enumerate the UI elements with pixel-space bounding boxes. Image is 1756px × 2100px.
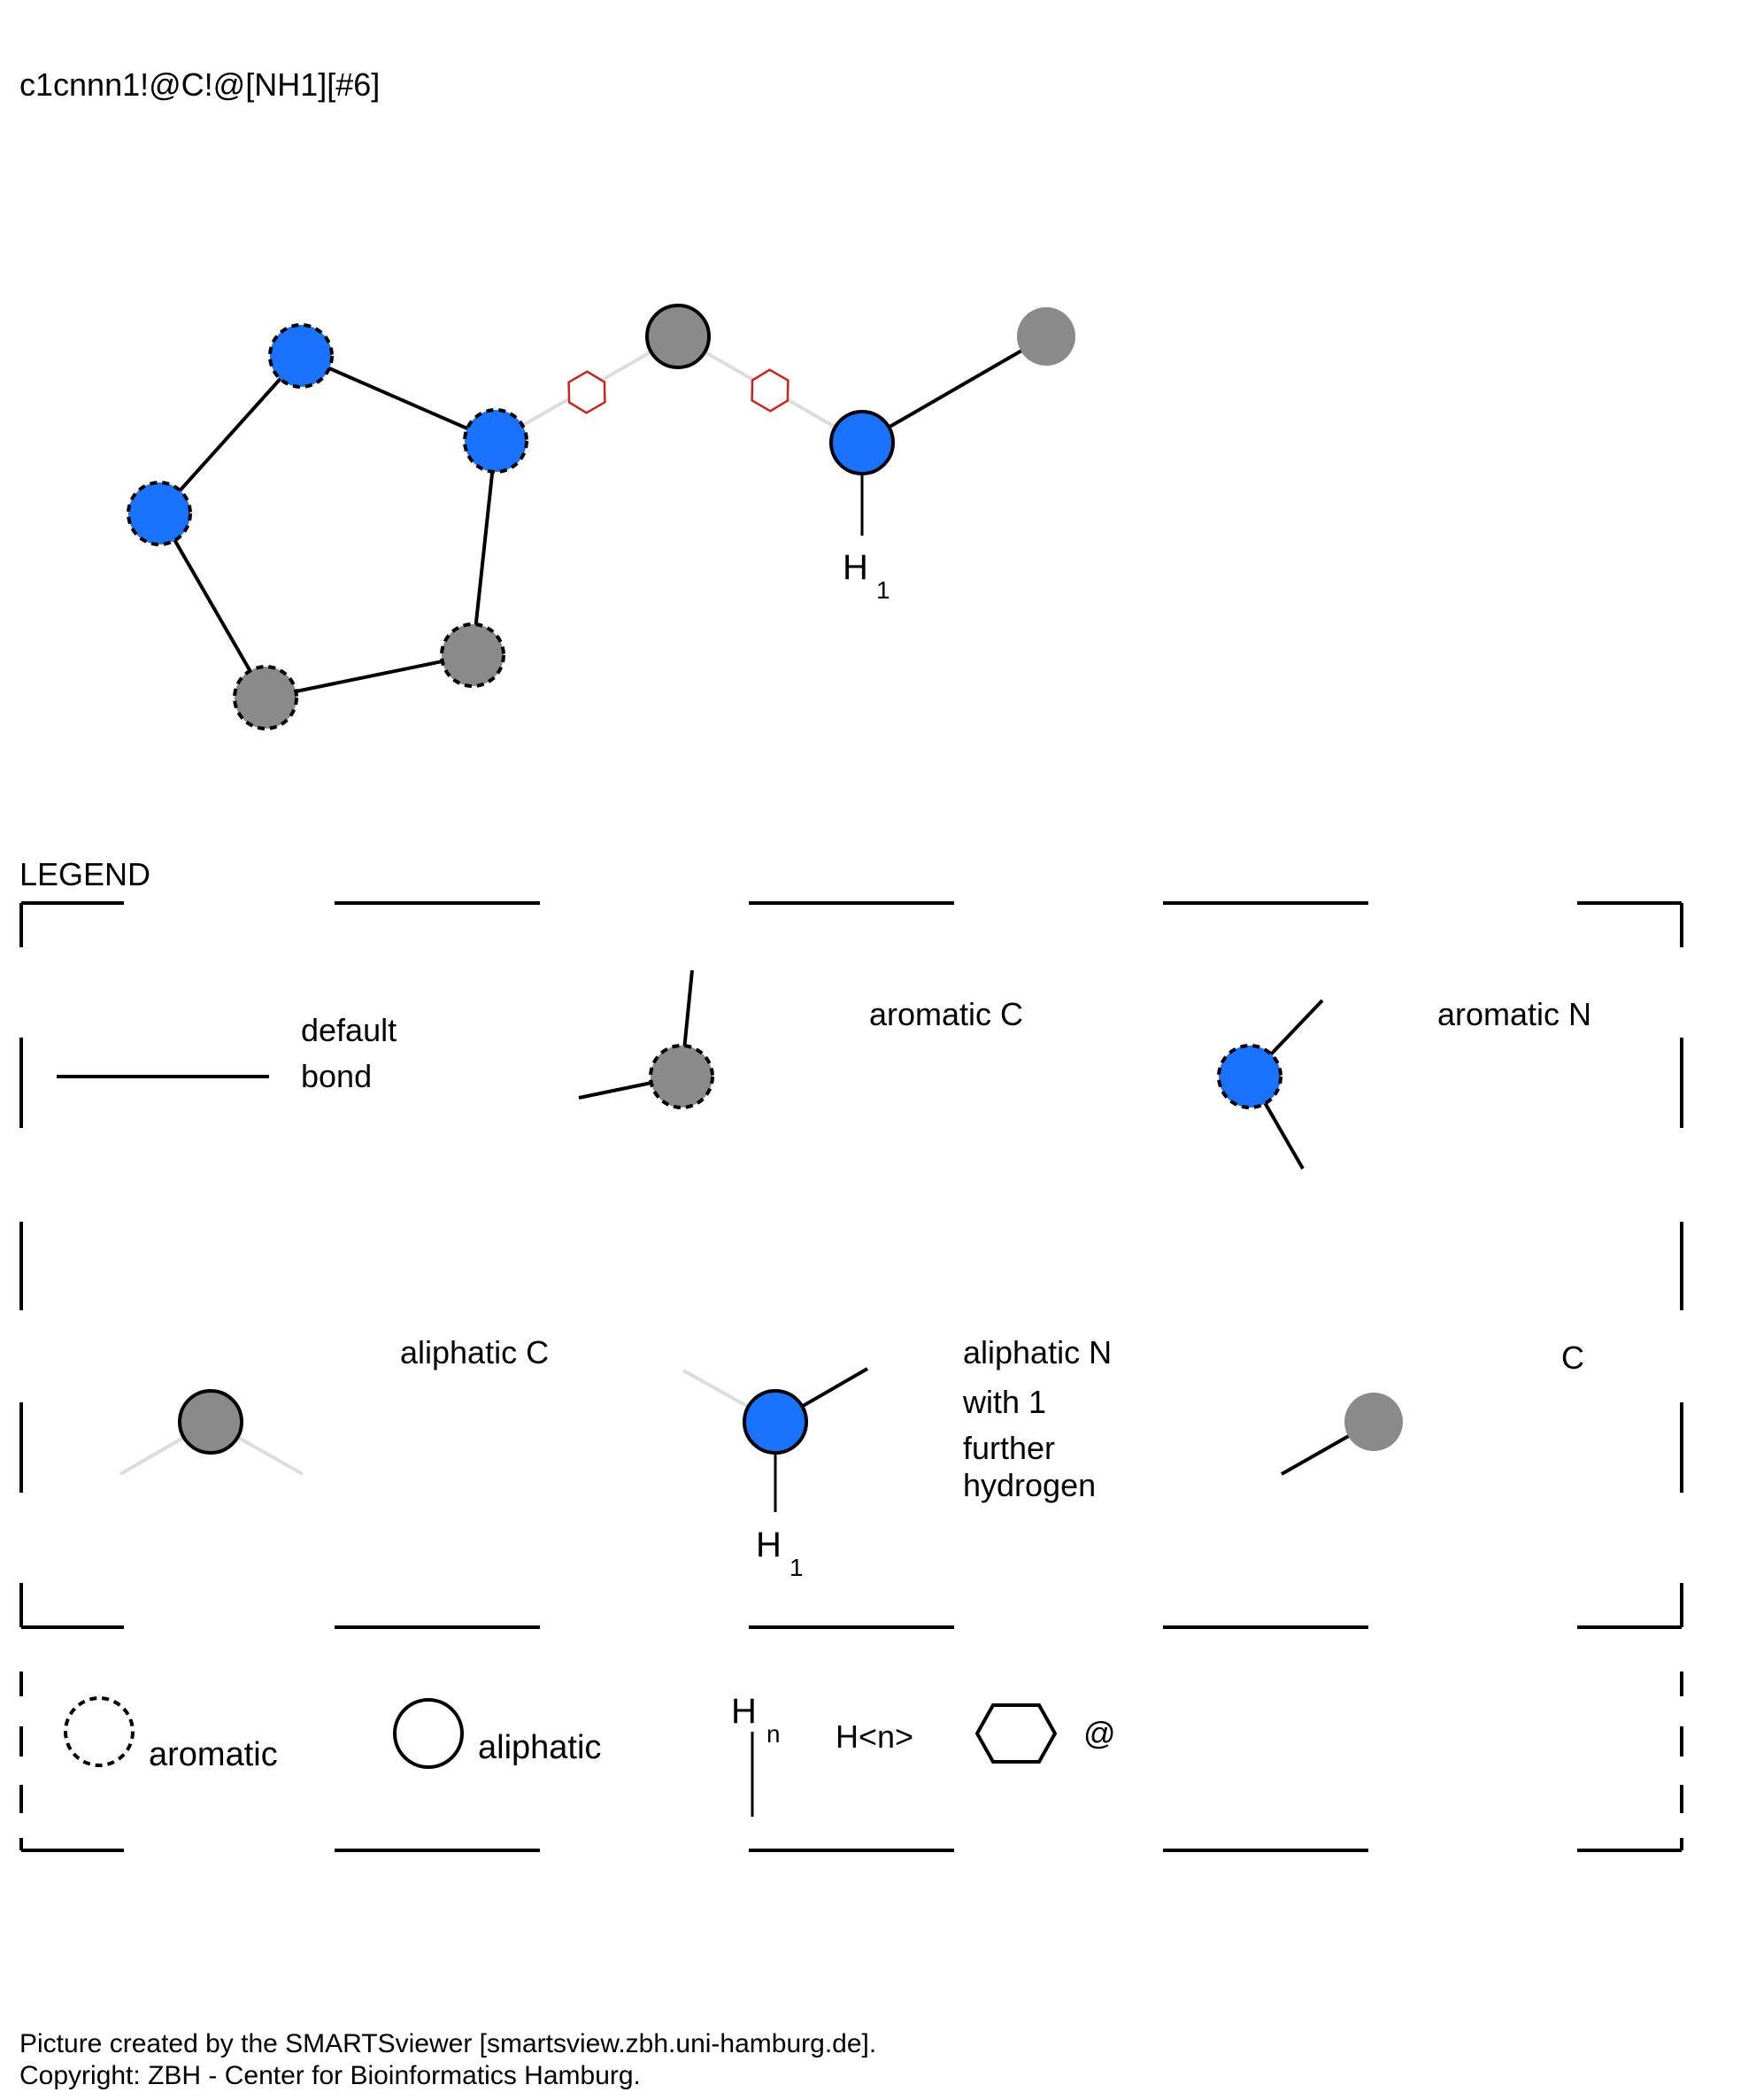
legend-aliphatic-c-label: aliphatic C	[400, 1334, 549, 1370]
legend-ring-symbol: @	[1083, 1715, 1116, 1751]
not-ring-marker-1	[567, 370, 606, 414]
legend-hn-text: H<n>	[836, 1718, 913, 1755]
legend-aromatic-c-label: aromatic C	[869, 996, 1023, 1032]
legend-title: LEGEND	[19, 856, 150, 892]
legend-aliphatic-n-label-2: with 1	[962, 1384, 1046, 1420]
legend-hydrogen-label: H	[756, 1525, 782, 1564]
legend-generic-c-label: C	[1561, 1340, 1584, 1376]
legend-hydrogen-count: 1	[789, 1554, 804, 1581]
legend-aromatic-circle	[64, 1696, 135, 1767]
atom-aromatic-n-3	[463, 408, 528, 474]
legend-aromatic-c-atom	[649, 1044, 714, 1109]
hydrogen-label: H	[843, 548, 868, 587]
atom-aromatic-c-4	[233, 665, 298, 730]
molecule: H 1	[127, 304, 1075, 730]
legend-aliphatic-label: aliphatic	[478, 1729, 601, 1766]
hydrogen-count: 1	[876, 576, 890, 604]
legend-ring-hexagon	[974, 1703, 1058, 1764]
bond-n-c	[861, 335, 1047, 444]
legend-aliphatic-n-label-1: aliphatic N	[963, 1334, 1112, 1370]
legend-frame	[19, 901, 1683, 1852]
atom-aromatic-n-2	[268, 323, 334, 389]
legend-aliphatic-n-atom	[743, 1389, 808, 1455]
bond-n1-n2	[158, 354, 303, 515]
atom-aromatic-c-5	[440, 622, 505, 688]
footer-line-2: Copyright: ZBH - Center for Bioinformati…	[19, 2061, 641, 2090]
legend-aliphatic-circle	[393, 1698, 464, 1769]
atom-aliphatic-c	[645, 304, 711, 369]
legend-aliphatic-c-atom	[178, 1389, 243, 1455]
bond-n3-c5	[471, 440, 497, 656]
bond-c4-n1	[158, 513, 267, 699]
legend-default-bond-label-1: default	[301, 1012, 397, 1048]
legend-aromatic-label: aromatic	[149, 1736, 278, 1773]
legend-aliphatic-n-label-4: hydrogen	[963, 1467, 1096, 1503]
smarts-string: c1cnnn1!@C!@[NH1][#6]	[19, 66, 380, 103]
legend-aliphatic-n-label-3: further	[963, 1430, 1055, 1466]
atom-aliphatic-n	[829, 410, 895, 475]
legend-hn-n: n	[766, 1720, 781, 1748]
not-ring-marker-2	[751, 368, 789, 413]
legend-aromatic-n-label: aromatic N	[1437, 996, 1591, 1032]
footer-line-1: Picture created by the SMARTSviewer [sma…	[19, 2029, 876, 2058]
bond-n2-n3	[300, 354, 497, 443]
legend-aromatic-n-atom	[1217, 1044, 1282, 1109]
atom-generic-c	[1017, 307, 1075, 366]
bond-c5-c4	[265, 653, 474, 699]
legend-hn-h: H	[731, 1692, 757, 1731]
atom-aromatic-n-1	[127, 481, 192, 546]
legend-default-bond-label-2: bond	[301, 1058, 372, 1094]
legend-generic-c-atom	[1344, 1393, 1403, 1451]
